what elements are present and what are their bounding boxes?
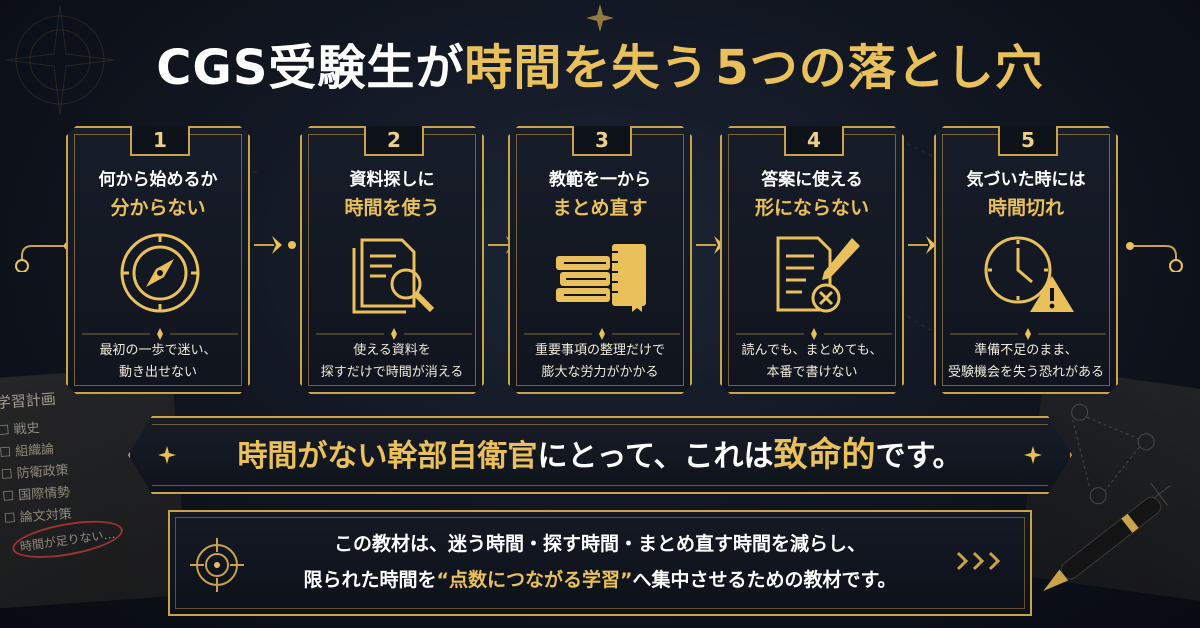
card-description: 読んでも、まとめても、 本番で書けない [741, 343, 883, 380]
notebook-item: ☐ 組織論 [0, 442, 55, 461]
notebook-title: 学習計画 [0, 389, 57, 412]
sparkle-icon [158, 446, 176, 464]
notebook-item: ☐ 戦史 [0, 421, 41, 439]
chevrons-right-icon [956, 551, 1001, 571]
card-number: 1 [130, 126, 190, 156]
pitfall-card-1: 1 何から始めるか 分からない 最初の一歩で迷い、 動き出せない [66, 126, 250, 394]
summary-text: この教材は、迷う時間・探す時間・まとめ直す時間を減らし、 限られた時間を“点数に… [250, 526, 950, 598]
pitfall-card-4: 4 答案に使える 形にならない 読んでも、まとめても、 本番で書けない [720, 126, 904, 394]
divider-icon [82, 328, 238, 340]
fountain-pen-icon [1043, 496, 1162, 592]
card-number: 3 [572, 126, 632, 156]
pitfall-card-2: 2 資料探しに 時間を使う 使える資料を 探すだけで時間が消える [300, 126, 484, 394]
divider-icon [950, 328, 1106, 340]
document-pen-error-icon [764, 230, 864, 316]
card-number: 5 [998, 126, 1058, 156]
card-heading: 答案に使える 形にならない [754, 170, 869, 219]
card-description: 最初の一歩で迷い、 動き出せない [99, 343, 217, 380]
summary-line-1: この教材は、迷う時間・探す時間・まとめ直す時間を減らし、 [333, 533, 866, 555]
divider-icon [524, 328, 680, 340]
summary-box: この教材は、迷う時間・探す時間・まとめ直す時間を減らし、 限られた時間を“点数に… [168, 510, 1032, 616]
notebook-item: ☐ 国際情勢 [1, 485, 71, 505]
target-icon [190, 538, 244, 592]
top-star-icon [586, 4, 614, 32]
clock-warning-icon [978, 230, 1078, 316]
card-heading: 気づいた時には 時間切れ [966, 170, 1086, 219]
card-description: 重要事項の整理だけで 膨大な労力がかかる [534, 343, 665, 380]
title-part-3: 5つの落とし穴 [715, 40, 1044, 96]
arrow-right-icon [254, 236, 296, 254]
card-number: 2 [364, 126, 424, 156]
divider-icon [736, 328, 892, 340]
books-notebook-icon [552, 230, 652, 316]
pitfall-card-3: 3 教範を一から まとめ直す 重要事項の整理だけで 膨大な労力がかかる [508, 126, 692, 394]
card-heading: 資料探しに 時間を使う [344, 170, 440, 219]
document-search-icon [344, 230, 444, 316]
card-number: 4 [784, 126, 844, 156]
title-part-2: 時間を失う [464, 40, 710, 96]
card-description: 使える資料を 探すだけで時間が消える [320, 343, 464, 380]
divider-icon [316, 328, 472, 340]
compass-icon [110, 230, 210, 316]
card-heading: 何から始めるか 分からない [98, 170, 218, 219]
left-connector [15, 242, 72, 272]
warning-banner: 時間がない幹部自衛官にとって、これは致命的です。 [128, 416, 1072, 494]
notebook-item: ☐ 防衛政策 [0, 463, 70, 483]
right-connector [1126, 242, 1183, 272]
card-description: 準備不足のまま、 受験機会を失う恐れがある [947, 343, 1104, 380]
sparkle-icon [1024, 446, 1042, 464]
banner-text: 時間がない幹部自衛官にとって、これは致命的です。 [237, 435, 963, 475]
summary-line-2: 限られた時間を“点数につながる学習”へ集中させるための教材です。 [303, 569, 897, 591]
card-heading: 教範を一から まとめ直す [549, 170, 651, 219]
pitfall-card-5: 5 気づいた時には 時間切れ 準備不足のまま、 受験機会を失う恐れがある [934, 126, 1118, 394]
title-part-1: CGS受験生が [156, 40, 465, 96]
